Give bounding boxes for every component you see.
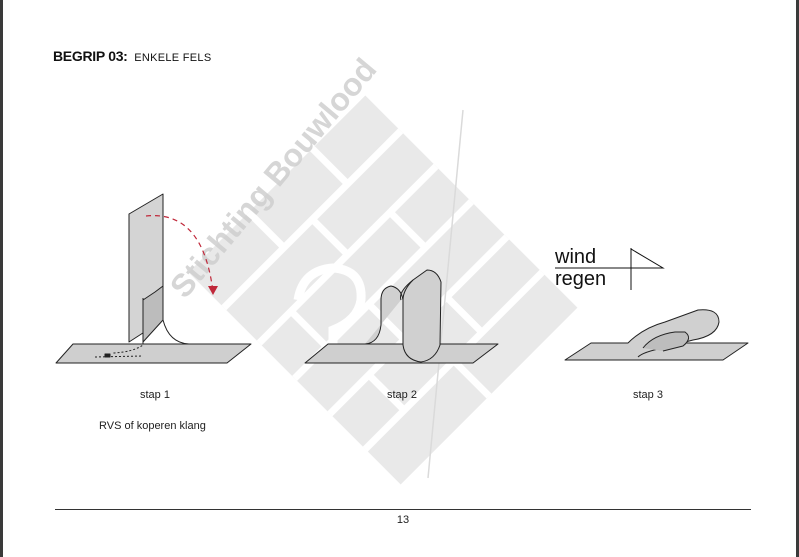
page-number: 13	[396, 514, 410, 526]
step3-illustration	[564, 309, 749, 361]
material-note: RVS of koperen klang	[99, 420, 206, 432]
wind-direction-icon	[555, 248, 665, 290]
rain-label: regen	[555, 268, 607, 290]
step2-caption: stap 2	[387, 389, 417, 401]
illustration-canvas: Stichting Bouwlood	[55, 51, 749, 485]
footer-divider	[55, 509, 751, 510]
watermark-logo	[188, 95, 578, 485]
heading-prefix: BEGRIP 03:	[53, 48, 128, 64]
heading-title: ENKELE FELS	[134, 52, 212, 64]
step1-caption: stap 1	[140, 389, 170, 401]
step2-illustration	[304, 269, 499, 364]
wind-label: wind	[555, 246, 597, 268]
page-heading: BEGRIP 03: ENKELE FELS	[53, 48, 211, 64]
step3-caption: stap 3	[633, 389, 663, 401]
step1-illustration	[55, 193, 252, 364]
